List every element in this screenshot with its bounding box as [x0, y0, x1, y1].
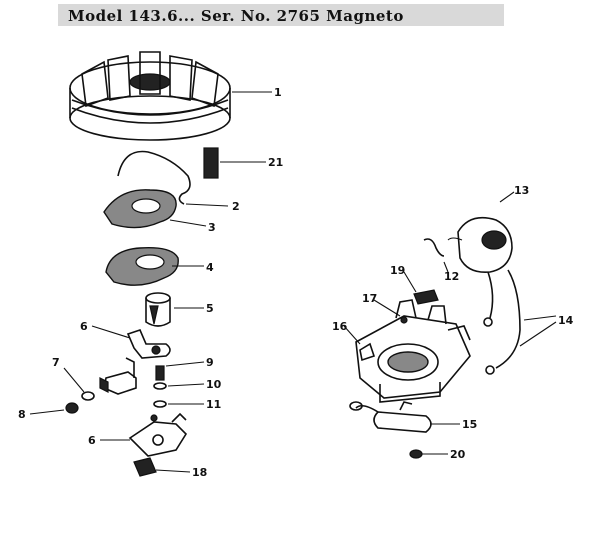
flywheel-part	[69, 51, 272, 141]
diagram-title-text: Model 143.6... Ser. No. 2765 Magneto	[68, 7, 404, 25]
armature-part	[343, 299, 471, 403]
washer-part	[63, 367, 95, 401]
nut-part	[29, 402, 79, 415]
washer-11-part	[153, 400, 204, 408]
part-label-19: 19	[390, 264, 405, 277]
part-label-1: 1	[274, 86, 282, 99]
cam-part	[145, 292, 204, 327]
part-label-7: 7	[52, 356, 60, 369]
mounting-plate-part	[100, 412, 188, 457]
condenser-part	[349, 401, 460, 433]
washer-10-part	[153, 382, 205, 390]
diagram-title: Model 143.6... Ser. No. 2765 Magneto	[58, 4, 504, 26]
part-label-14: 14	[558, 314, 574, 327]
part-label-9: 9	[206, 356, 214, 369]
part-label-13: 13	[514, 184, 529, 197]
part-label-6b: 6	[88, 434, 96, 447]
coil-part	[447, 191, 515, 274]
part-label-5: 5	[206, 302, 214, 315]
part-label-4: 4	[206, 261, 214, 274]
leads-part	[485, 269, 557, 375]
clip-part	[133, 457, 191, 477]
gasket-part	[105, 247, 204, 286]
part-label-10: 10	[206, 378, 222, 391]
screw-20-part	[409, 449, 448, 459]
part-label-8: 8	[18, 408, 26, 421]
part-label-11: 11	[206, 398, 221, 411]
part-label-12: 12	[444, 270, 459, 283]
part-label-3: 3	[208, 221, 216, 234]
ground-wire-part	[423, 238, 494, 327]
part-label-18: 18	[192, 466, 207, 479]
part-label-16: 16	[332, 320, 348, 333]
screw-part	[155, 361, 205, 381]
cover-plate-part	[103, 189, 207, 229]
part-label-2: 2	[232, 200, 240, 213]
part-label-21: 21	[268, 156, 283, 169]
key-part	[203, 147, 266, 179]
part-label-15: 15	[462, 418, 477, 431]
part-label-6a: 6	[80, 320, 88, 333]
part-label-20: 20	[450, 448, 466, 461]
breaker-point-part	[99, 357, 137, 395]
part-label-17: 17	[362, 292, 377, 305]
breaker-arm-part	[91, 325, 171, 359]
part-labels: 1 21 2 3 4 5 6 7 8 9 10 11 6 18 13 12 19…	[18, 86, 574, 479]
wire-clip-part	[117, 150, 229, 207]
small-clip-part	[403, 271, 439, 305]
